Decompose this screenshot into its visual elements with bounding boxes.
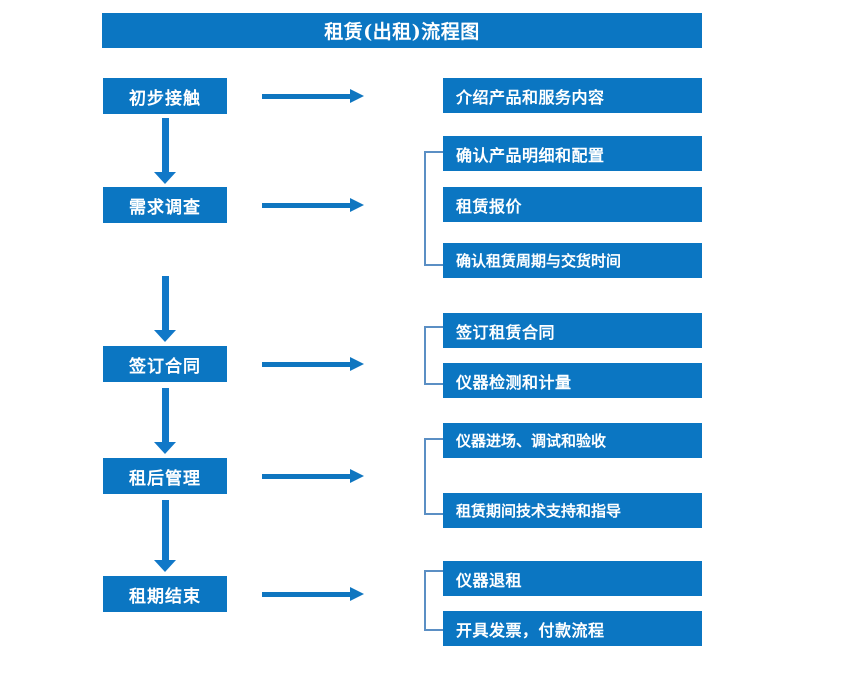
stage-box-4[interactable]: 租后管理 — [103, 458, 227, 494]
stage-box-1[interactable]: 初步接触 — [103, 78, 227, 114]
stage-box-2[interactable]: 需求调查 — [103, 187, 227, 223]
detail-box-10[interactable]: 开具发票，付款流程 — [443, 611, 702, 646]
vertical-arrow-4-to-5 — [154, 500, 176, 572]
vertical-arrow-2-to-3 — [154, 276, 176, 342]
group-bracket-5 — [424, 570, 443, 631]
horizontal-arrow-5 — [262, 587, 364, 601]
group-bracket-3 — [424, 326, 443, 385]
detail-box-6[interactable]: 仪器检测和计量 — [443, 363, 702, 398]
detail-box-8[interactable]: 租赁期间技术支持和指导 — [443, 493, 702, 528]
flowchart-title: 租赁(出租)流程图 — [102, 13, 702, 48]
vertical-arrow-3-to-4 — [154, 388, 176, 454]
detail-box-5[interactable]: 签订租赁合同 — [443, 313, 702, 348]
vertical-arrow-1-to-2 — [154, 118, 176, 184]
detail-box-2[interactable]: 确认产品明细和配置 — [443, 136, 702, 171]
group-bracket-4 — [424, 438, 443, 515]
detail-box-7[interactable]: 仪器进场、调试和验收 — [443, 423, 702, 458]
stage-box-5[interactable]: 租期结束 — [103, 576, 227, 612]
horizontal-arrow-4 — [262, 469, 364, 483]
detail-box-9[interactable]: 仪器退租 — [443, 561, 702, 596]
horizontal-arrow-2 — [262, 198, 364, 212]
stage-box-3[interactable]: 签订合同 — [103, 346, 227, 382]
detail-box-1[interactable]: 介绍产品和服务内容 — [443, 78, 702, 113]
detail-box-4[interactable]: 确认租赁周期与交货时间 — [443, 243, 702, 278]
horizontal-arrow-3 — [262, 357, 364, 371]
horizontal-arrow-1 — [262, 89, 364, 103]
group-bracket-2 — [424, 151, 443, 266]
detail-box-3[interactable]: 租赁报价 — [443, 187, 702, 222]
